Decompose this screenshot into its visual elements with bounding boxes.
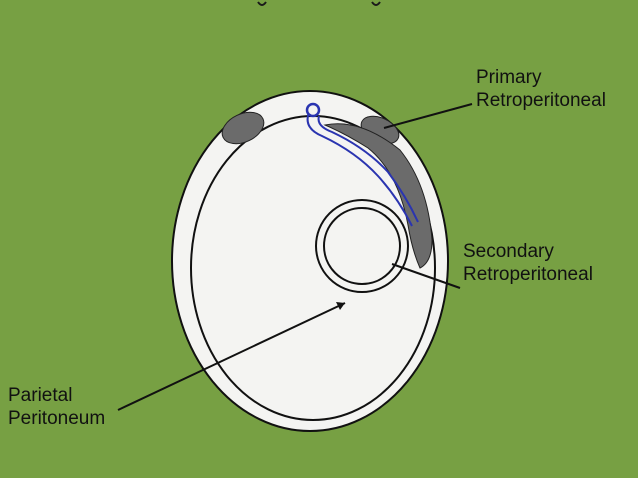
secondary-leader-line (391, 263, 461, 289)
label-primary-line1: Primary (476, 67, 542, 88)
primary-leader-line (383, 103, 473, 129)
label-parietal-line2: Peritoneum (8, 408, 106, 429)
mesentery-outer-line (306, 111, 413, 227)
label-secondary-line2: Retroperitoneal (463, 264, 593, 285)
label-parietal-line1: Parietal (8, 385, 73, 406)
primary-retroperitoneal-organ-left (221, 111, 265, 145)
label-primary-line2: Retroperitoneal (476, 90, 606, 111)
secondary-retroperitoneal-organ (323, 123, 433, 269)
label-secondary-retroperitoneal: Secondary Retroperitoneal (463, 240, 593, 286)
mesentery-root-loop (305, 102, 321, 118)
intestine-inner-wall (323, 207, 401, 285)
parietal-leader-arrowhead (336, 302, 345, 310)
label-parietal-peritoneum: Parietal Peritoneum (8, 384, 105, 430)
mesentery-inner-line (317, 115, 419, 223)
parietal-leader-line (117, 302, 346, 411)
cropped-title-remnant (257, 1, 381, 6)
label-primary-retroperitoneal: Primary Retroperitoneal (476, 66, 606, 112)
label-secondary-line1: Secondary (463, 241, 554, 262)
